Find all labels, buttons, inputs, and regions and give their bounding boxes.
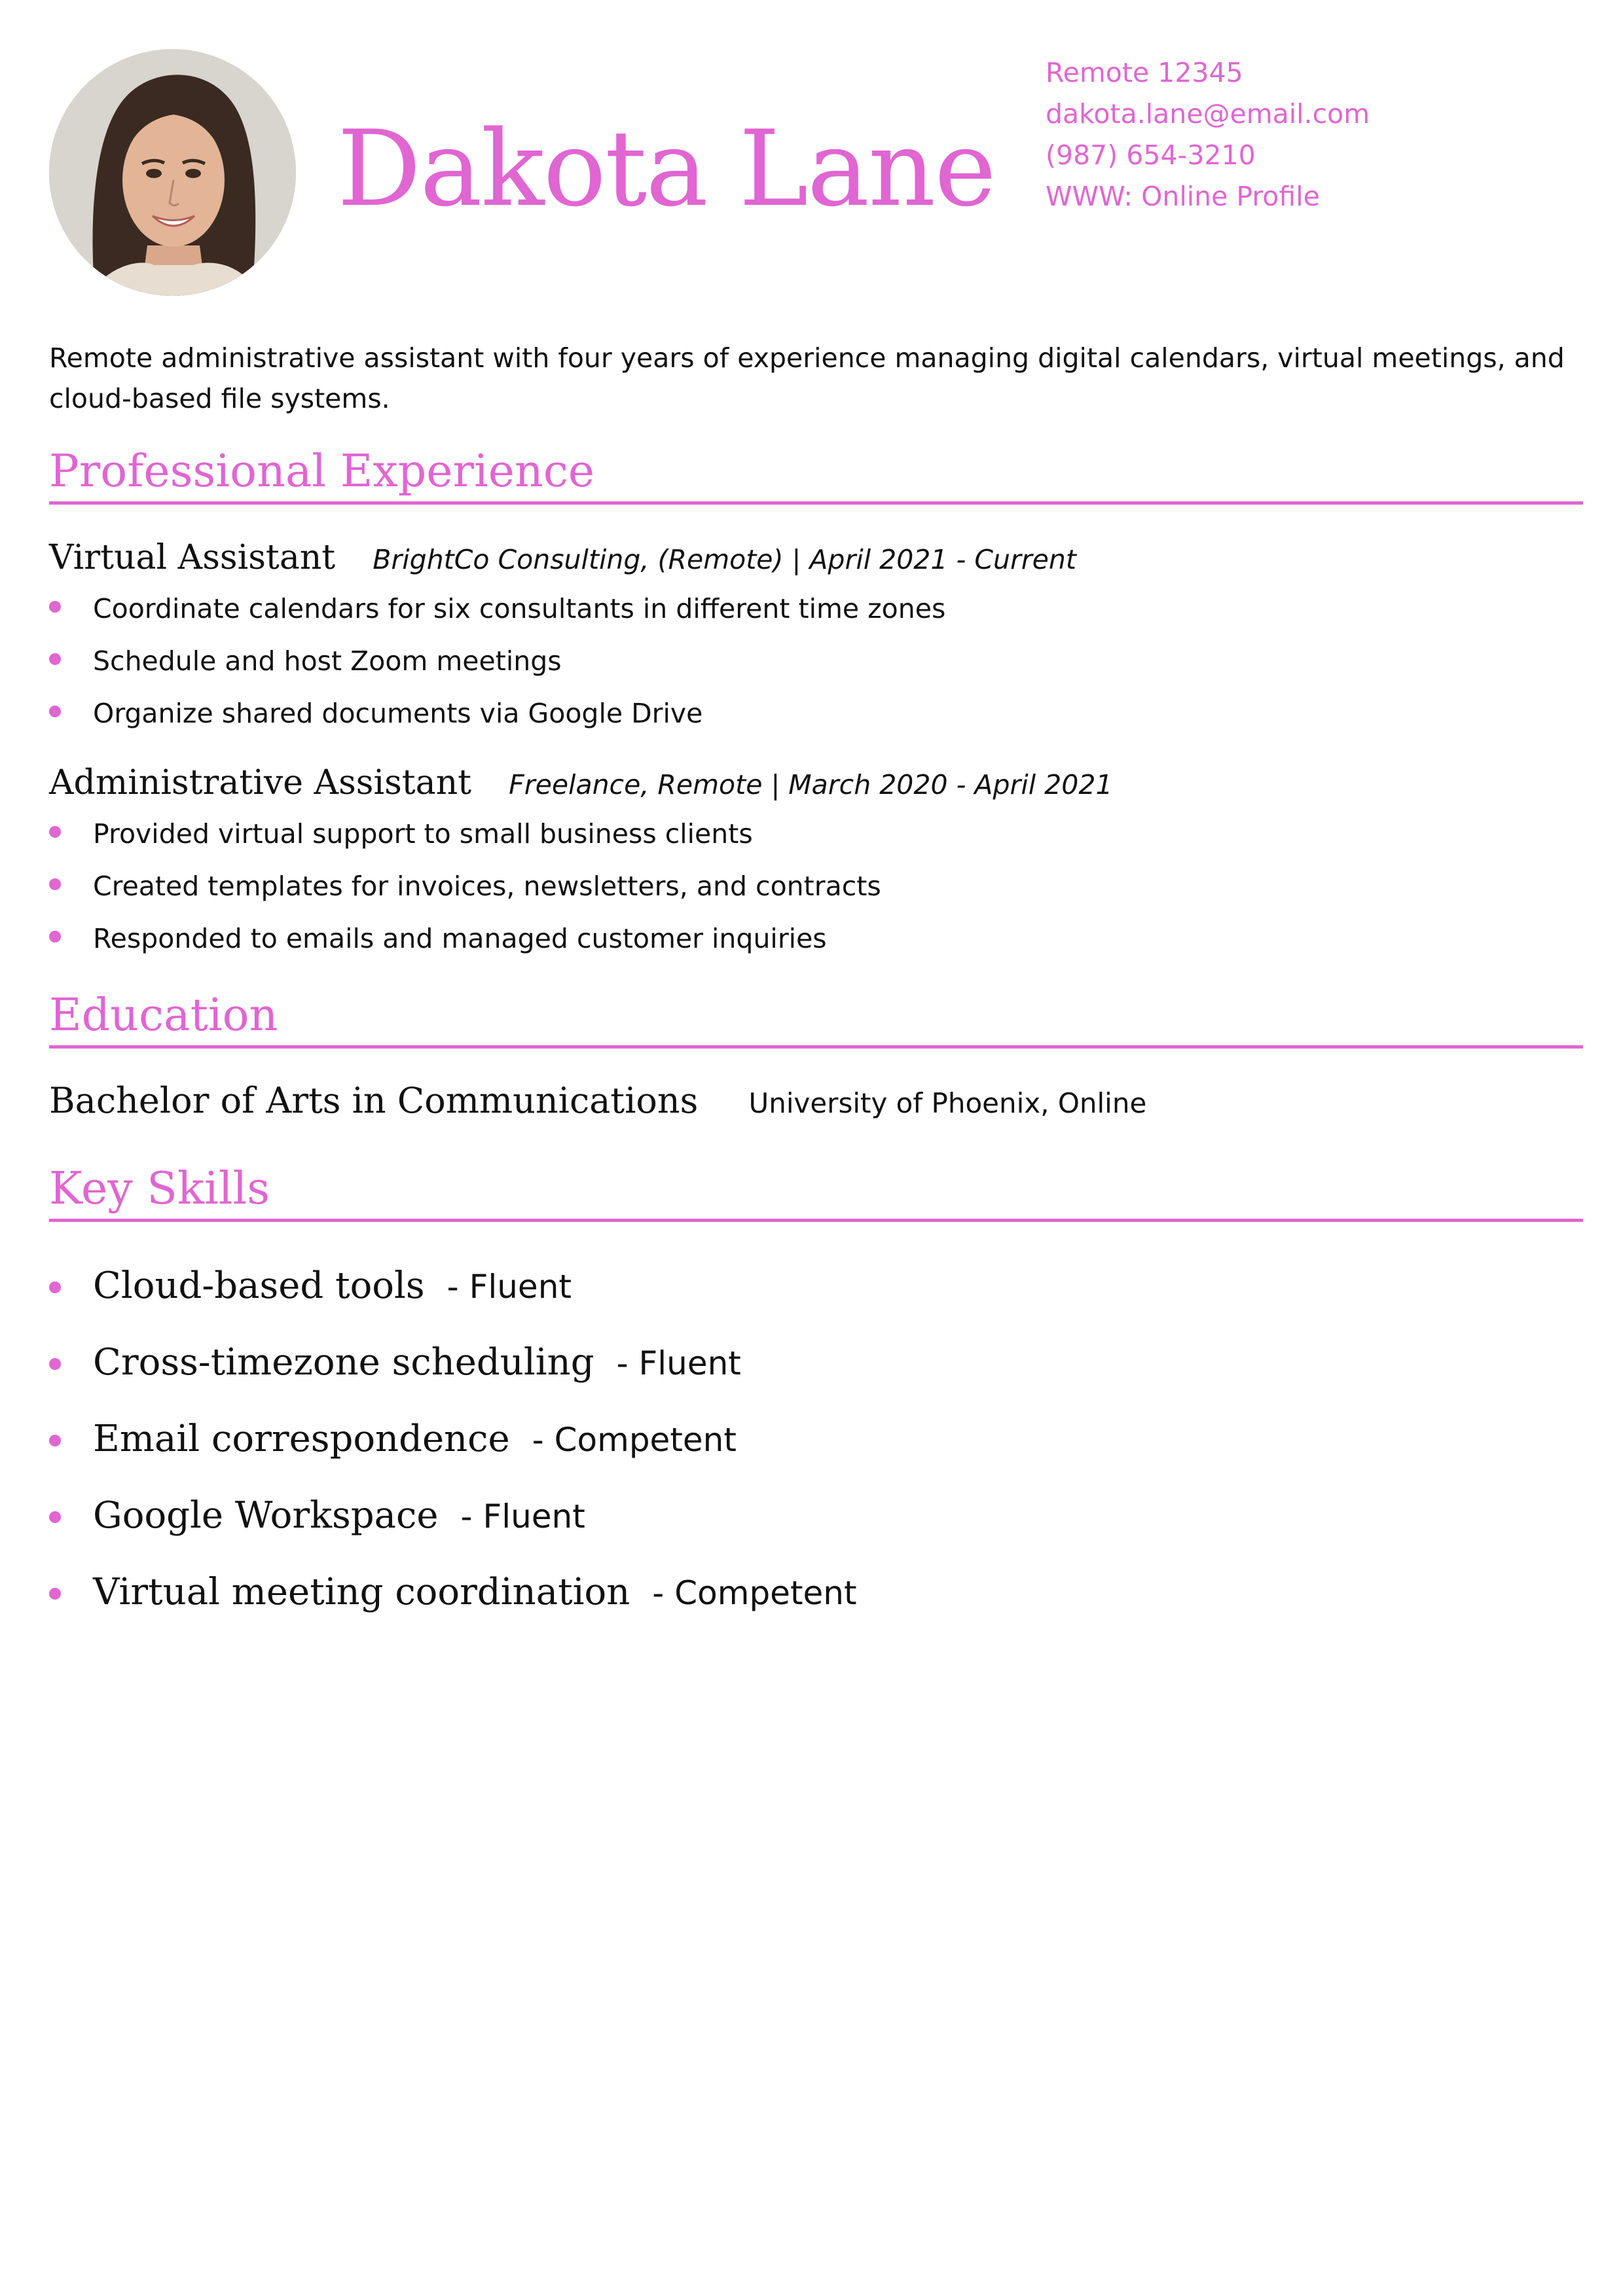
bullet-dot-icon [49,1358,61,1370]
job-title: Virtual Assistant [49,538,336,577]
skill-item: Cross-timezone scheduling- Fluent [49,1340,857,1416]
contact-address: Remote 12345 [1046,57,1243,88]
profile-photo [49,49,296,296]
bullet-dot-icon [49,1435,61,1446]
bullet-dot-icon [49,878,61,890]
job-bullets: Coordinate calendars for six consultants… [49,583,945,740]
bullet-dot-icon [49,1282,61,1293]
bullet-dot-icon [49,1511,61,1523]
job-bullets: Provided virtual support to small busine… [49,808,881,965]
education-entry: Bachelor of Arts in Communications Unive… [49,1080,1146,1121]
list-item: Responded to emails and managed customer… [49,912,881,965]
list-item: Organize shared documents via Google Dri… [49,687,945,740]
bullet-dot-icon [49,931,61,942]
job-header: Administrative Assistant Freelance, Remo… [49,763,1113,802]
bullet-dot-icon [49,601,61,613]
list-item: Schedule and host Zoom meetings [49,635,945,687]
contact-email[interactable]: dakota.lane@email.com [1046,98,1370,130]
bullet-dot-icon [49,706,61,717]
bullet-dot-icon [49,653,61,665]
bullet-dot-icon [49,826,61,838]
section-title-skills: Key Skills [49,1160,1583,1222]
job-title: Administrative Assistant [49,763,472,802]
job-meta: BrightCo Consulting, (Remote) | April 20… [373,544,1076,575]
section-title-experience: Professional Experience [49,442,1583,505]
section-title-education: Education [49,986,1583,1049]
contact-info: Remote 12345 dakota.lane@email.com (987)… [1046,52,1370,217]
contact-phone[interactable]: (987) 654-3210 [1046,139,1256,171]
list-item: Provided virtual support to small busine… [49,808,881,860]
skill-item: Cloud-based tools- Fluent [49,1263,857,1340]
skills-list: Cloud-based tools- Fluent Cross-timezone… [49,1263,857,1646]
school: University of Phoenix, Online [748,1087,1147,1119]
list-item: Coordinate calendars for six consultants… [49,583,945,635]
job-header: Virtual Assistant BrightCo Consulting, (… [49,538,1076,577]
candidate-name: Dakota Lane [337,107,996,230]
skill-item: Virtual meeting coordination- Competent [49,1570,857,1646]
skill-item: Google Workspace- Fluent [49,1493,857,1570]
bullet-dot-icon [49,1588,61,1600]
degree: Bachelor of Arts in Communications [49,1080,699,1121]
skill-item: Email correspondence- Competent [49,1416,857,1493]
contact-website[interactable]: WWW: Online Profile [1046,181,1320,212]
list-item: Created templates for invoices, newslett… [49,860,881,912]
job-meta: Freelance, Remote | March 2020 - April 2… [509,769,1113,800]
professional-summary: Remote administrative assistant with fou… [49,342,1565,414]
